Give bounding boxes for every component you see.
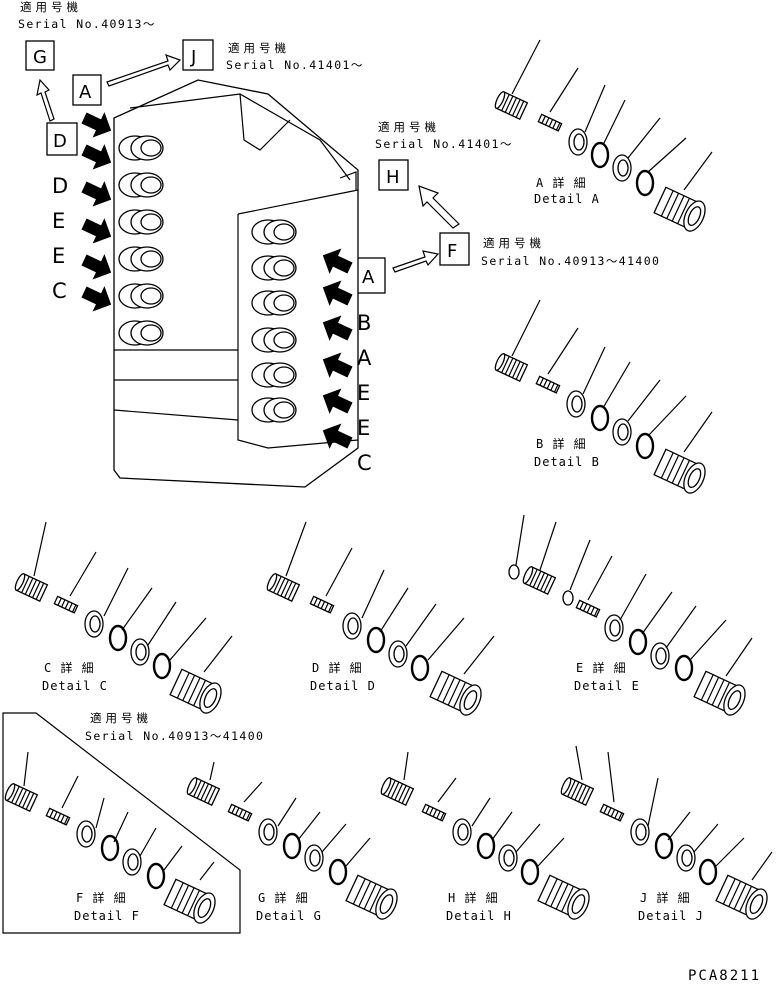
detail-d-parts bbox=[264, 521, 495, 720]
hollow-arrow-a-to-j bbox=[106, 54, 182, 87]
right-letter-1: B bbox=[357, 311, 371, 335]
detail-c-jp: C 詳 細 bbox=[44, 660, 95, 675]
callout-box-a-top bbox=[72, 74, 102, 106]
right-letter-2: A bbox=[357, 346, 372, 370]
callout-f-jp: 適用号機 bbox=[483, 236, 545, 250]
detail-b-en: Detail B bbox=[534, 455, 600, 469]
detail-b-parts bbox=[492, 299, 713, 498]
detail-d-jp: D 詳 細 bbox=[312, 660, 363, 675]
callout-f: F bbox=[447, 241, 457, 262]
callout-box-j bbox=[182, 39, 214, 71]
detail-j-jp: J 詳 細 bbox=[640, 890, 691, 905]
hollow-arrow-a-to-f bbox=[392, 250, 440, 273]
detail-a-jp: A 詳 細 bbox=[536, 175, 587, 190]
hollow-arrow-f-to-h bbox=[418, 185, 460, 229]
detail-f-parts bbox=[2, 751, 221, 928]
detail-a-en: Detail A bbox=[534, 192, 600, 206]
detail-h-en: Detail H bbox=[446, 909, 512, 923]
detail-h-parts bbox=[378, 751, 595, 924]
callout-box-f bbox=[439, 232, 470, 266]
detail-b-jp: B 詳 細 bbox=[536, 436, 587, 451]
callout-g: G bbox=[33, 47, 47, 68]
callout-d-top: D bbox=[53, 131, 67, 152]
right-letter-3: E bbox=[357, 381, 370, 405]
left-letter-3: E bbox=[52, 244, 65, 268]
detail-d-en: Detail D bbox=[310, 679, 376, 693]
header-jp: 適用号機 bbox=[20, 0, 82, 14]
detail-g-parts bbox=[184, 761, 403, 924]
right-letter-5: C bbox=[357, 451, 372, 475]
hollow-arrow-d-to-g bbox=[36, 78, 55, 122]
drawing-code: PCA8211 bbox=[688, 968, 761, 984]
detail-j-parts bbox=[558, 745, 773, 924]
callout-h-serial: Serial No.41401～ bbox=[375, 137, 513, 151]
callout-h: H bbox=[386, 167, 400, 188]
left-letter-4: C bbox=[52, 279, 67, 303]
detail-e-jp: E 詳 細 bbox=[576, 660, 627, 675]
detail-g-en: Detail G bbox=[256, 909, 322, 923]
detail-j-en: Detail J bbox=[638, 909, 704, 923]
detail-c-parts bbox=[12, 521, 233, 718]
callout-a-right: A bbox=[362, 267, 375, 288]
callout-box-g bbox=[25, 40, 55, 71]
detail-f-en: Detail F bbox=[74, 909, 140, 923]
callout-h-jp: 適用号機 bbox=[378, 120, 440, 134]
left-letter-1: D bbox=[52, 174, 68, 198]
mid-serial: Serial No.40913～41400 bbox=[85, 729, 264, 743]
callout-f-serial: Serial No.40913～41400 bbox=[481, 254, 660, 268]
callout-j: J bbox=[190, 47, 196, 68]
callout-box-h bbox=[378, 159, 409, 191]
detail-e-parts bbox=[508, 514, 753, 720]
control-valve-body bbox=[113, 79, 359, 488]
detail-f-frame bbox=[2, 712, 241, 934]
callout-j-serial: Serial No.41401～ bbox=[226, 58, 364, 72]
detail-e-en: Detail E bbox=[574, 679, 640, 693]
detail-h-jp: H 詳 細 bbox=[448, 890, 499, 905]
header-serial: Serial No.40913～ bbox=[18, 17, 156, 31]
right-letter-4: E bbox=[357, 416, 370, 440]
detail-g-jp: G 詳 細 bbox=[258, 890, 309, 905]
callout-j-jp: 適用号機 bbox=[228, 41, 290, 55]
detail-a-parts bbox=[492, 39, 713, 236]
callout-a-top: A bbox=[79, 82, 92, 103]
detail-f-jp: F 詳 細 bbox=[76, 890, 127, 905]
callout-box-d-top bbox=[46, 122, 78, 156]
mid-serial-jp: 適用号機 bbox=[90, 711, 152, 725]
left-black-arrows bbox=[78, 105, 118, 318]
detail-c-en: Detail C bbox=[42, 679, 108, 693]
left-letter-2: E bbox=[52, 209, 65, 233]
